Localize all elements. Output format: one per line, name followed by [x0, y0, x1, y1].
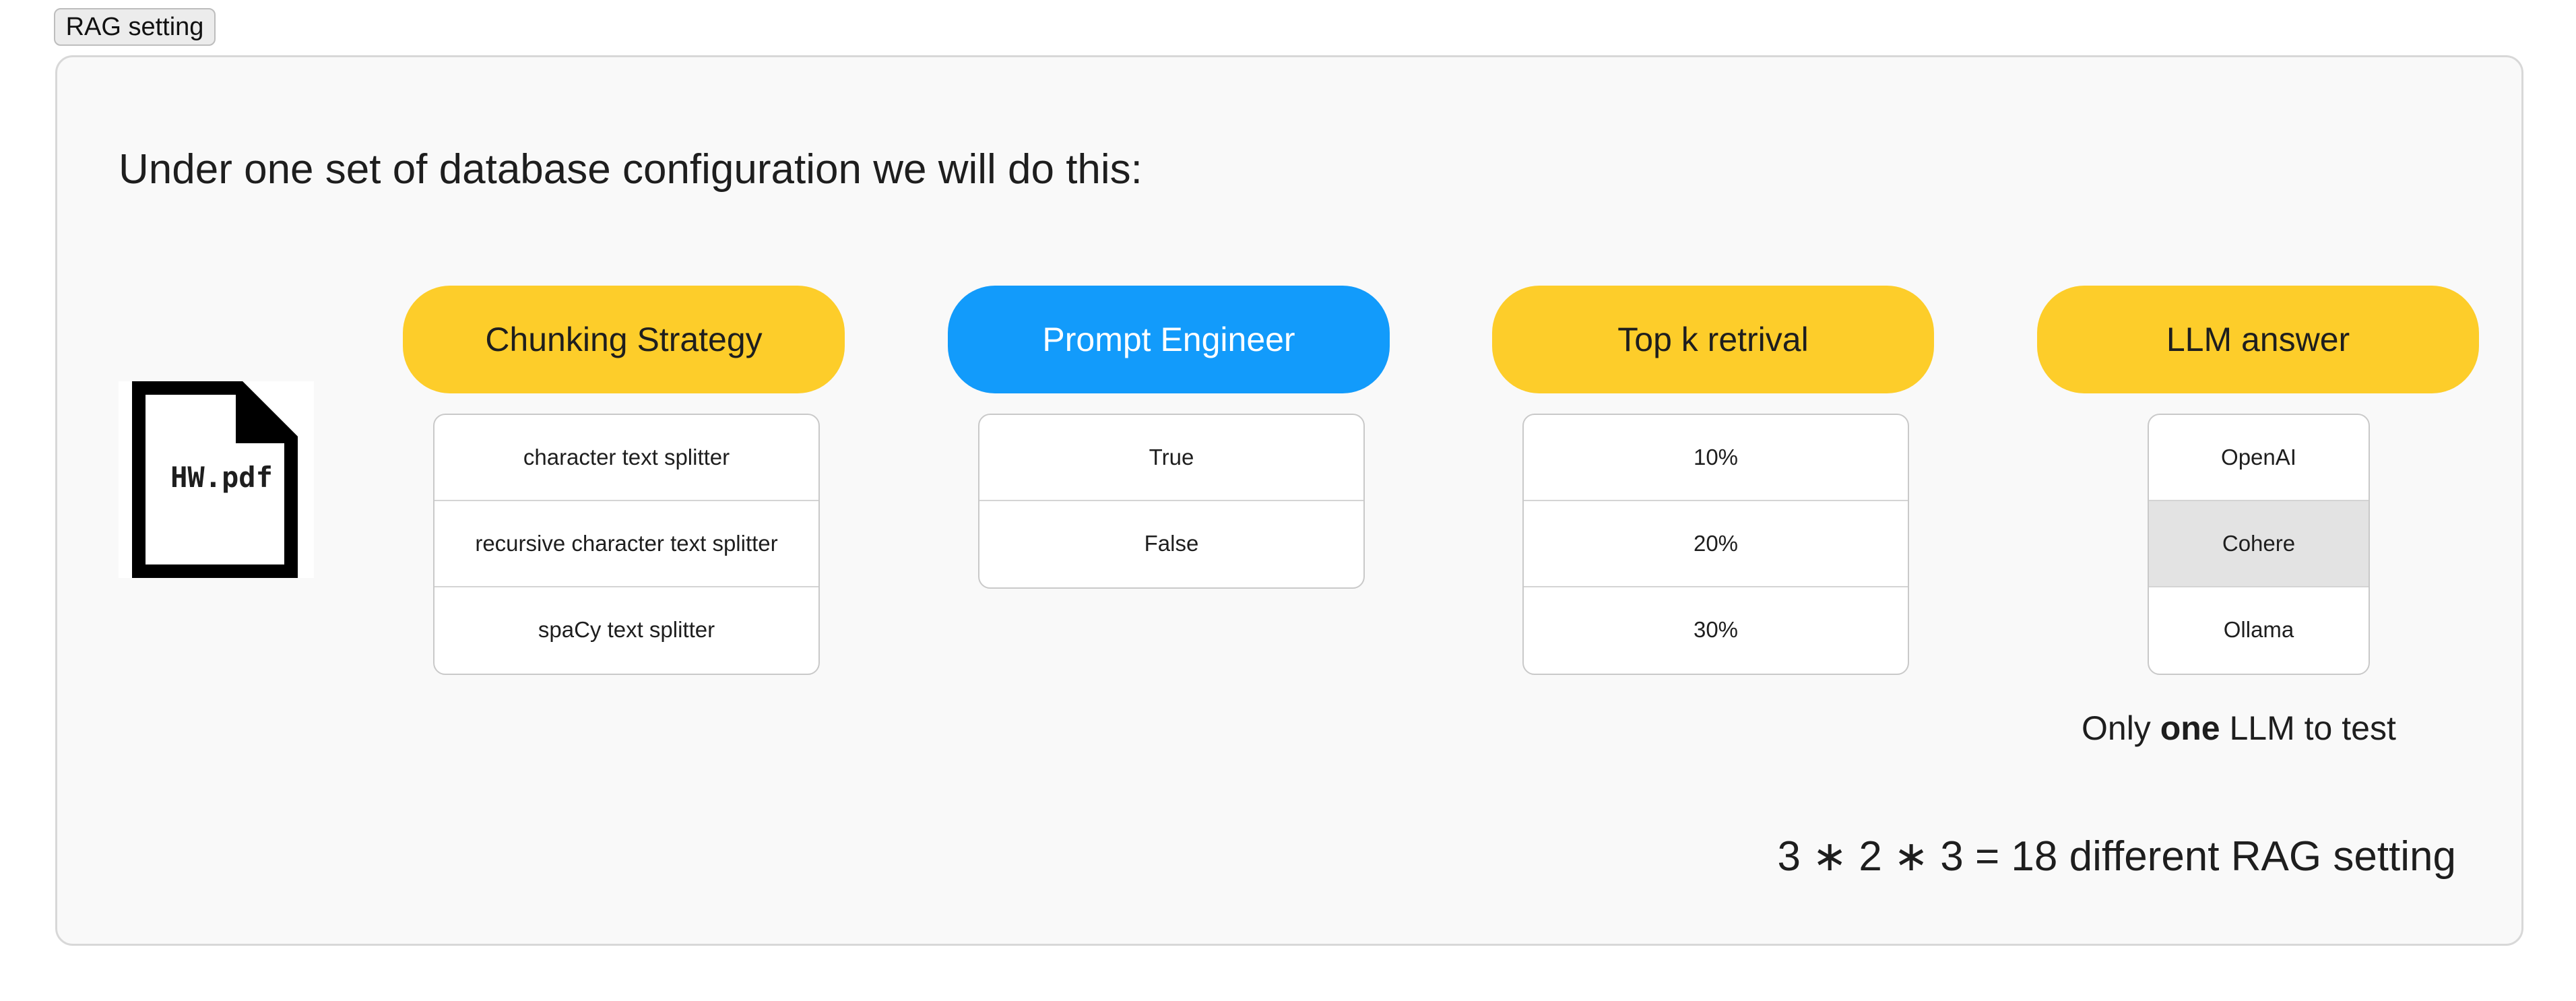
- note-text-after: LLM to test: [2220, 709, 2396, 747]
- option-false[interactable]: False: [1144, 531, 1199, 556]
- option-true[interactable]: True: [979, 415, 1363, 501]
- llm-note: Only one LLM to test: [2082, 705, 2396, 752]
- pdf-file-node: HW.pdf: [119, 381, 314, 578]
- option-30-percent[interactable]: 30%: [1693, 617, 1739, 642]
- file-label: HW.pdf: [170, 461, 273, 494]
- option-20-percent[interactable]: 20%: [1524, 501, 1908, 587]
- note-text-before: Only: [2082, 709, 2160, 747]
- option-spacy-text-splitter[interactable]: spaCy text splitter: [538, 617, 715, 642]
- top-k-retrival-header: Top k retrival: [1492, 286, 1934, 393]
- llm-answer-header: LLM answer: [2037, 286, 2479, 393]
- note-text-bold: one: [2160, 709, 2220, 747]
- diagram-heading: Under one set of database configuration …: [119, 146, 1142, 193]
- option-cohere[interactable]: Cohere: [2149, 501, 2369, 587]
- option-openai[interactable]: OpenAI: [2149, 415, 2369, 501]
- option-recursive-character-text-splitter[interactable]: recursive character text splitter: [434, 501, 818, 587]
- option-character-text-splitter[interactable]: character text splitter: [434, 415, 818, 501]
- document-icon: [132, 381, 298, 578]
- option-ollama[interactable]: Ollama: [2223, 617, 2294, 642]
- rag-setting-tag[interactable]: RAG setting: [54, 8, 216, 46]
- prompt-engineer-options: True False: [978, 414, 1365, 589]
- chunking-strategy-header: Chunking Strategy: [403, 286, 845, 393]
- combination-equation: 3 ∗ 2 ∗ 3 = 18 different RAG setting: [1777, 833, 2456, 880]
- option-10-percent[interactable]: 10%: [1524, 415, 1908, 501]
- top-k-retrival-options: 10% 20% 30%: [1522, 414, 1909, 675]
- llm-answer-options: OpenAI Cohere Ollama: [2148, 414, 2370, 675]
- prompt-engineer-header: Prompt Engineer: [948, 286, 1390, 393]
- chunking-strategy-options: character text splitter recursive charac…: [433, 414, 820, 675]
